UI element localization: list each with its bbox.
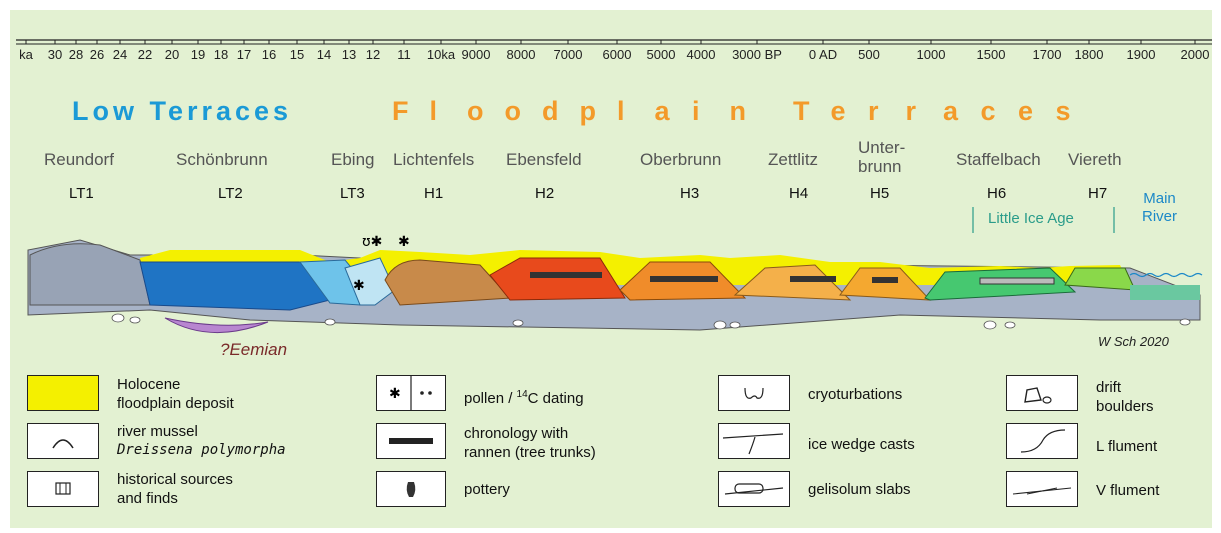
legend-pottery-text: pottery [464,480,510,499]
legend-holocene-line1: Holocene [117,375,234,394]
legend-holocene-line2: floodplain deposit [117,394,234,413]
legend-holocene-text: Holocene floodplain deposit [117,375,234,413]
pollen-star-2: ✱ [398,234,410,250]
author-credit: W Sch 2020 [1098,334,1169,349]
legend-pollen-text: pollen / 14C dating [464,385,584,408]
pollen-dating-icon: ✱ [377,376,445,410]
legend-icewedge-box [718,423,790,459]
legend-gelisolum-text: gelisolum slabs [808,480,911,499]
legend-finds-box [27,471,99,507]
ice-wedge-icon [719,424,789,458]
legend-trunk-text: chronology with rannen (tree trunks) [464,424,596,462]
terrace-lt2 [140,262,330,310]
v-flument-icon [1007,472,1077,506]
legend-pollen-line1: pollen / [464,390,517,407]
cryoturbation-icon [719,376,789,410]
tree-trunk-h3 [650,276,718,282]
tree-trunk-h2 [530,272,602,278]
legend-lflument-box [1006,423,1078,459]
legend-boulder-line2: boulders [1096,397,1154,416]
legend-trunk-line2: rannen (tree trunks) [464,443,596,462]
mussel-icon [28,424,98,458]
svg-text:✱: ✱ [389,386,401,402]
legend-icewedge-text: ice wedge casts [808,435,915,454]
legend-pottery-box [376,471,446,507]
legend-finds-line2: and finds [117,489,233,508]
pollen-star-3: ✱ [353,278,365,294]
gelisolum-icon [719,472,789,506]
legend-mussel-line1: river mussel [117,422,286,441]
eemian-label: ?Eemian [220,340,287,360]
river-band [1130,285,1200,300]
finds-icon [28,472,98,506]
legend-finds-line1: historical sources [117,470,233,489]
legend-vflument-text: V flument [1096,481,1159,500]
legend-trunk-box [376,423,446,459]
legend-mussel-line2: Dreissena polymorpha [117,441,286,460]
legend-trunk-line1: chronology with [464,424,596,443]
tree-trunk-h5 [872,277,898,283]
boulder-icon [1007,376,1077,410]
pottery-icon [377,472,445,506]
legend-cryo-box [718,375,790,411]
legend-boulder-box [1006,375,1078,411]
terrace-lt1 [30,244,150,305]
legend-boulder-text: drift boulders [1096,378,1154,416]
legend-cryo-text: cryoturbations [808,385,902,404]
legend-lflument-text: L flument [1096,437,1157,456]
legend-pollen-line1b: C dating [528,390,584,407]
legend-gelisolum-box [718,471,790,507]
legend-mussel-text: river mussel Dreissena polymorpha [117,422,286,460]
legend-mussel-box [27,423,99,459]
legend-vflument-box [1006,471,1078,507]
legend-pollen-sup: 14 [517,389,528,400]
gelisolum-slab-h6 [980,278,1054,284]
pollen-star-1: ʊ✱ [362,234,382,250]
legend-boulder-line1: drift [1096,378,1154,397]
legend-finds-text: historical sources and finds [117,470,233,508]
legend-pollen-box: ✱ [376,375,446,411]
tree-trunk-icon [377,424,445,458]
tree-trunk-h4 [790,276,836,282]
l-flument-icon [1007,424,1077,458]
legend-holocene-swatch [27,375,99,411]
